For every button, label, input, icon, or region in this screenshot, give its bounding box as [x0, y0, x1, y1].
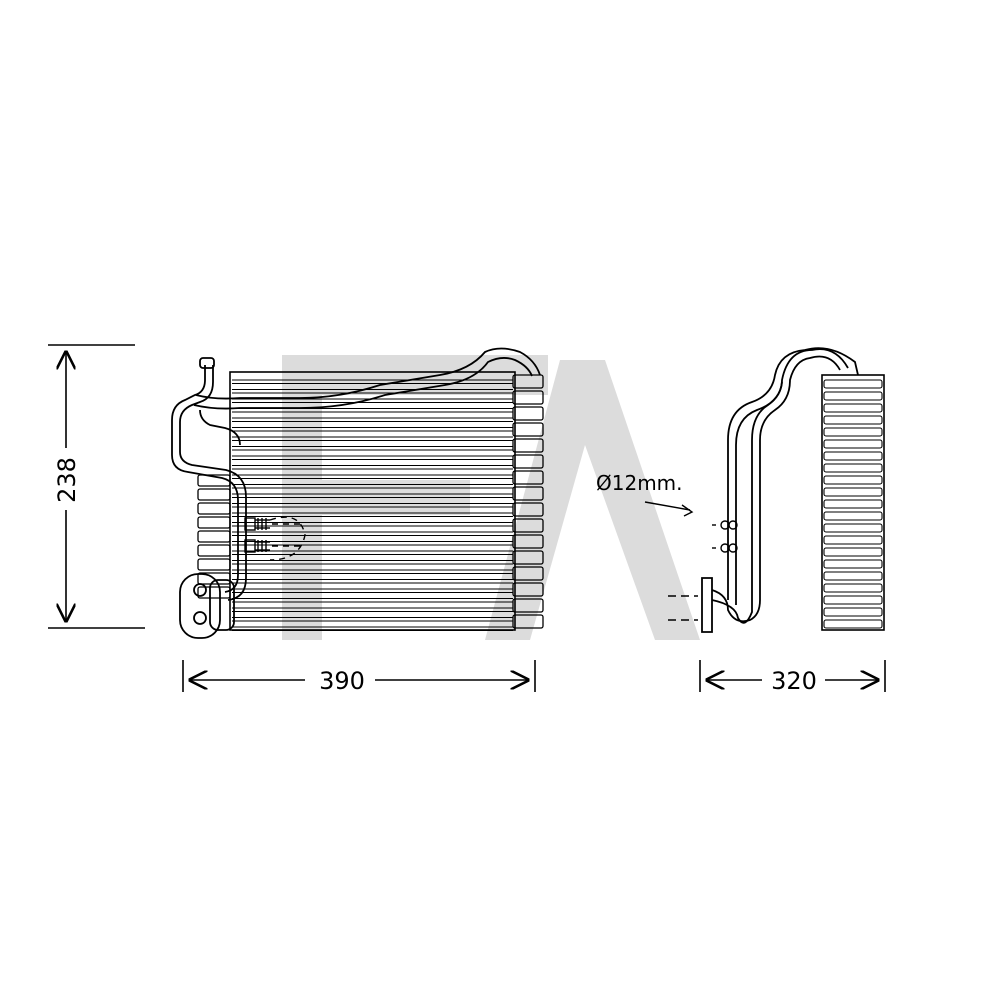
tank-segment [512, 518, 544, 533]
tank-segment [512, 390, 544, 405]
side-pipes [701, 347, 859, 633]
tank-segment [512, 534, 544, 549]
side-core-frame [821, 374, 885, 631]
side-fin-segment [823, 391, 883, 401]
dimension-height-label: 238 [53, 457, 81, 503]
tank-segment [512, 422, 544, 437]
pipe-diameter-note: Ø12mm. [596, 471, 683, 495]
dimension-side-width-label: 320 [771, 667, 817, 695]
end-tank-right [512, 374, 544, 629]
front-view-evaporator [171, 347, 544, 639]
side-port-stubs [668, 520, 738, 621]
expansion-valve-connectors [244, 516, 306, 561]
side-view-evaporator [644, 347, 885, 633]
side-fin-segment [823, 607, 883, 617]
side-fin-segment [823, 451, 883, 461]
dimension-height [48, 344, 145, 629]
tank-segment [197, 586, 231, 599]
tank-segment [197, 488, 231, 501]
side-fin-segment [823, 559, 883, 569]
tank-segment [512, 374, 544, 389]
side-fin-segment [823, 379, 883, 389]
side-fin-segment [823, 439, 883, 449]
tank-segment [197, 572, 231, 585]
pipe-flange-fitting [179, 573, 235, 639]
dimension-side-width [699, 660, 886, 692]
side-fin-segment [823, 403, 883, 413]
side-core-fins [823, 379, 883, 629]
tank-segment [197, 544, 231, 557]
tank-segment [512, 454, 544, 469]
side-fin-segment [823, 463, 883, 473]
side-fin-segment [823, 571, 883, 581]
core-fins [232, 379, 513, 632]
tank-segment [512, 406, 544, 421]
tank-segment [512, 614, 544, 629]
side-fin-segment [823, 583, 883, 593]
tank-segment [512, 470, 544, 485]
refrigerant-pipes [171, 347, 541, 601]
tank-segment [197, 516, 231, 529]
tank-segment [512, 502, 544, 517]
side-fin-segment [823, 427, 883, 437]
tank-segment [512, 598, 544, 613]
side-fin-segment [823, 547, 883, 557]
dimension-front-width-label: 390 [319, 667, 365, 695]
note-leader-arrow [681, 504, 694, 517]
tank-segment [197, 558, 231, 571]
end-tank-left [197, 474, 231, 599]
tank-segment [512, 550, 544, 565]
side-fin-segment [823, 595, 883, 605]
tank-segment [512, 582, 544, 597]
note-leader-line [644, 501, 691, 511]
side-fin-segment [823, 535, 883, 545]
tank-segment [512, 566, 544, 581]
dimension-front-width [182, 660, 536, 692]
side-fin-segment [823, 475, 883, 485]
tank-segment [197, 530, 231, 543]
side-fin-segment [823, 523, 883, 533]
side-fin-segment [823, 415, 883, 425]
tank-segment [197, 502, 231, 515]
side-fin-segment [823, 619, 883, 629]
tank-segment [512, 486, 544, 501]
tank-segment [512, 438, 544, 453]
side-fin-segment [823, 487, 883, 497]
side-fin-segment [823, 511, 883, 521]
side-fin-segment [823, 499, 883, 509]
